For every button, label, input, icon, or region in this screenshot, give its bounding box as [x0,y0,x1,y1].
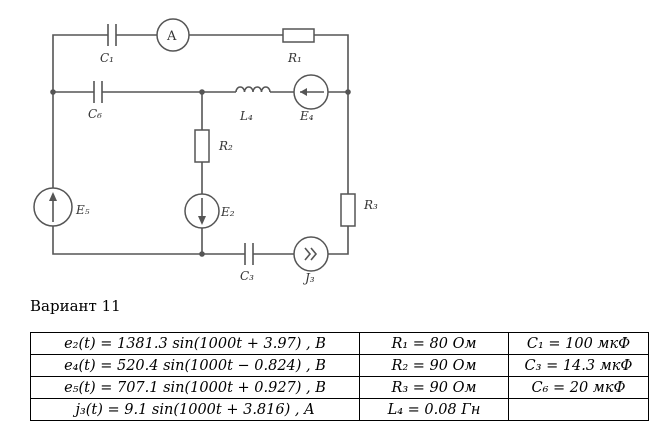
resistor-r1 [282,28,315,43]
ammeter-label: A [166,29,177,44]
label-l4: L₄ [239,109,253,123]
table-cell [508,398,649,421]
resistor-r3 [340,193,356,227]
label-r2: R₂ [218,139,233,153]
node-left [50,89,56,95]
label-r3: R₃ [363,198,378,212]
resistor-r2 [194,129,210,163]
table-cell: e₄(t) = 520.4 sin(1000t − 0.824) , B [30,354,360,377]
table-cell: L₄ = 0.08 Гн [359,398,509,421]
label-c1: C₁ [100,51,114,65]
label-e2: E₂ [220,205,235,219]
node-bottom [199,251,205,257]
table-cell: j₃(t) = 9.1 sin(1000t + 3.816) , A [30,398,360,421]
current-source-j3 [293,236,329,272]
wires [52,34,349,255]
label-j3: J₃ [302,271,315,285]
table-cell: e₂(t) = 1381.3 sin(1000t + 3.97) , B [30,332,360,355]
label-c6: C₆ [88,107,102,121]
label-c3: C₃ [240,269,254,283]
ammeter: A [156,18,190,52]
variant-title: Вариант 11 [30,297,121,315]
voltage-source-e5 [33,187,73,227]
table-cell: C₆ = 20 мкФ [508,376,649,399]
voltage-source-e4 [293,74,329,110]
table-cell: C₁ = 100 мкФ [508,332,649,355]
table-cell: R₃ = 90 Ом [359,376,509,399]
label-e5: E₅ [75,203,90,217]
node-middle [199,89,205,95]
capacitor-c3 [244,243,254,265]
capacitor-c1 [107,24,117,46]
table-cell: e₅(t) = 707.1 sin(1000t + 0.927) , B [30,376,360,399]
label-r1: R₁ [287,51,302,65]
table-cell: R₁ = 80 Ом [359,332,509,355]
table-cell: C₃ = 14.3 мкФ [508,354,649,377]
voltage-source-e2 [184,193,220,229]
label-e4: E₄ [299,109,314,123]
inductor-l4 [235,86,271,93]
node-right [345,89,351,95]
circuit-diagram: C₁ A R₁ C₆ L₄ E₄ R₂ E₅ E₂ R₃ [33,18,378,285]
table-cell: R₂ = 90 Ом [359,354,509,377]
capacitor-c6 [93,81,103,103]
